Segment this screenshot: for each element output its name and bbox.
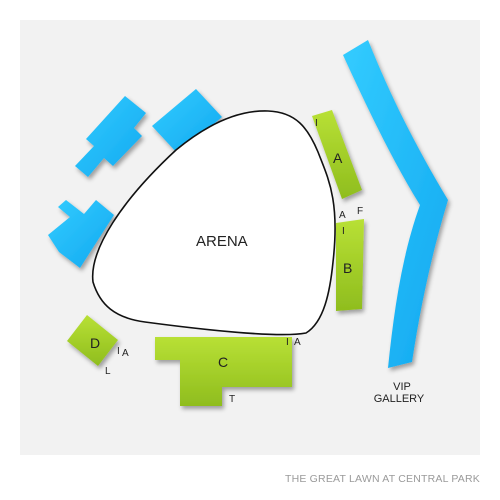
section-a-tag-bottom-left: A: [339, 210, 346, 221]
section-b-tag-top: I: [342, 226, 345, 237]
vip-label-line2: GALLERY: [374, 393, 425, 405]
section-d-tag-a: A: [122, 348, 129, 359]
section-c-tag-a: A: [294, 337, 301, 348]
blue-section-upper-left-1[interactable]: [75, 96, 146, 177]
venue-caption: THE GREAT LAWN AT CENTRAL PARK: [285, 473, 480, 485]
blue-section-left[interactable]: [48, 200, 114, 268]
section-c[interactable]: [155, 337, 292, 406]
vip-label-line1: VIP: [393, 381, 411, 393]
section-d-tag-i: I: [117, 346, 120, 357]
section-a[interactable]: [312, 110, 362, 199]
section-d-label: D: [90, 335, 100, 351]
section-d-tag-l: L: [105, 366, 111, 377]
section-a-tag-top: I: [315, 118, 318, 129]
section-a-label: A: [333, 150, 343, 166]
section-b-label: B: [343, 260, 352, 276]
vip-gallery-section[interactable]: [343, 40, 448, 368]
section-b[interactable]: [336, 219, 364, 311]
blue-section-upper-left-2[interactable]: [152, 89, 222, 154]
section-c-label: C: [218, 354, 228, 370]
section-c-tag-i: I: [286, 337, 289, 348]
arena-outline: [91, 110, 336, 336]
section-c-tag-t: T: [229, 394, 235, 405]
section-a-tag-bottom-right: F: [357, 206, 363, 217]
section-d[interactable]: [67, 315, 118, 366]
arena-label: ARENA: [196, 233, 248, 250]
